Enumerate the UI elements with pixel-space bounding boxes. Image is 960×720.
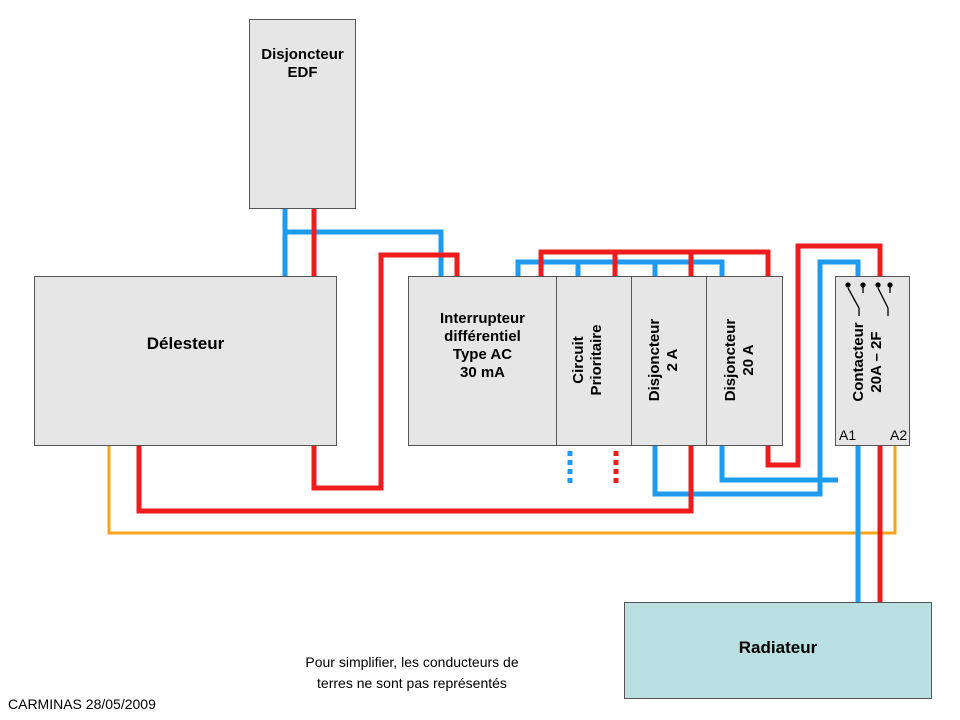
simplification-note: Pour simplifier, les conducteurs de terr… xyxy=(262,652,562,694)
terminal-a2: A2 xyxy=(890,427,908,443)
disjoncteur-2a-box xyxy=(631,276,707,446)
disjoncteur-20a-line-2: 20 A xyxy=(740,344,757,376)
note-line-2: terres ne sont pas représentés xyxy=(317,675,507,691)
radiateur-label: Radiateur xyxy=(738,638,818,657)
delesteur-box xyxy=(34,276,337,446)
disjoncteur-edf-line-1: Disjoncteur xyxy=(261,46,344,63)
contacteur-box xyxy=(835,276,910,446)
disjoncteur-2a-line-2: 2 A xyxy=(664,348,681,372)
disjoncteur-20a-label: Disjoncteur 20 A xyxy=(722,319,758,402)
disjoncteur-2a-line-1: Disjoncteur xyxy=(646,318,663,402)
control-wire xyxy=(107,446,897,535)
disjoncteur-20a-line-1: Disjoncteur xyxy=(722,318,739,402)
author-credit: CARMINAS 28/05/2009 xyxy=(8,696,156,712)
radiateur-box xyxy=(624,602,932,699)
circuit-prioritaire-box xyxy=(556,276,632,446)
circuit-prioritaire-label: Circuit Prioritaire xyxy=(570,325,606,396)
interrupteur-line-2: différentiel xyxy=(444,328,521,345)
disjoncteur-2a-label: Disjoncteur 2 A xyxy=(646,319,682,402)
interrupteur-line-1: Interrupteur xyxy=(439,310,525,327)
contacteur-switch-symbol xyxy=(845,282,893,316)
circuit-prioritaire-line-2: Prioritaire xyxy=(588,324,605,396)
phase-wires xyxy=(136,208,883,603)
note-line-1: Pour simplifier, les conducteurs de xyxy=(305,654,519,670)
terminal-a1: A1 xyxy=(839,427,857,443)
circuit-prioritaire-line-1: Circuit xyxy=(570,336,587,384)
contacteur-label: Contacteur 20A – 2F xyxy=(850,322,886,401)
interrupteur-line-3: Type AC xyxy=(452,346,513,363)
disjoncteur-20a-box xyxy=(706,276,783,446)
contacteur-line-2: 20A – 2F xyxy=(868,331,885,393)
disjoncteur-edf-label: Disjoncteur EDF xyxy=(249,46,356,82)
disjoncteur-edf-box xyxy=(249,19,356,209)
interrupteur-differentiel-box xyxy=(408,276,557,446)
delesteur-label: Délesteur xyxy=(146,334,225,353)
neutral-wires xyxy=(282,208,861,603)
contacteur-line-1: Contacteur xyxy=(850,322,867,402)
disjoncteur-edf-line-2: EDF xyxy=(287,64,318,81)
interrupteur-differentiel-label: Interrupteur différentiel Type AC 30 mA xyxy=(408,310,557,382)
interrupteur-line-4: 30 mA xyxy=(459,364,506,381)
